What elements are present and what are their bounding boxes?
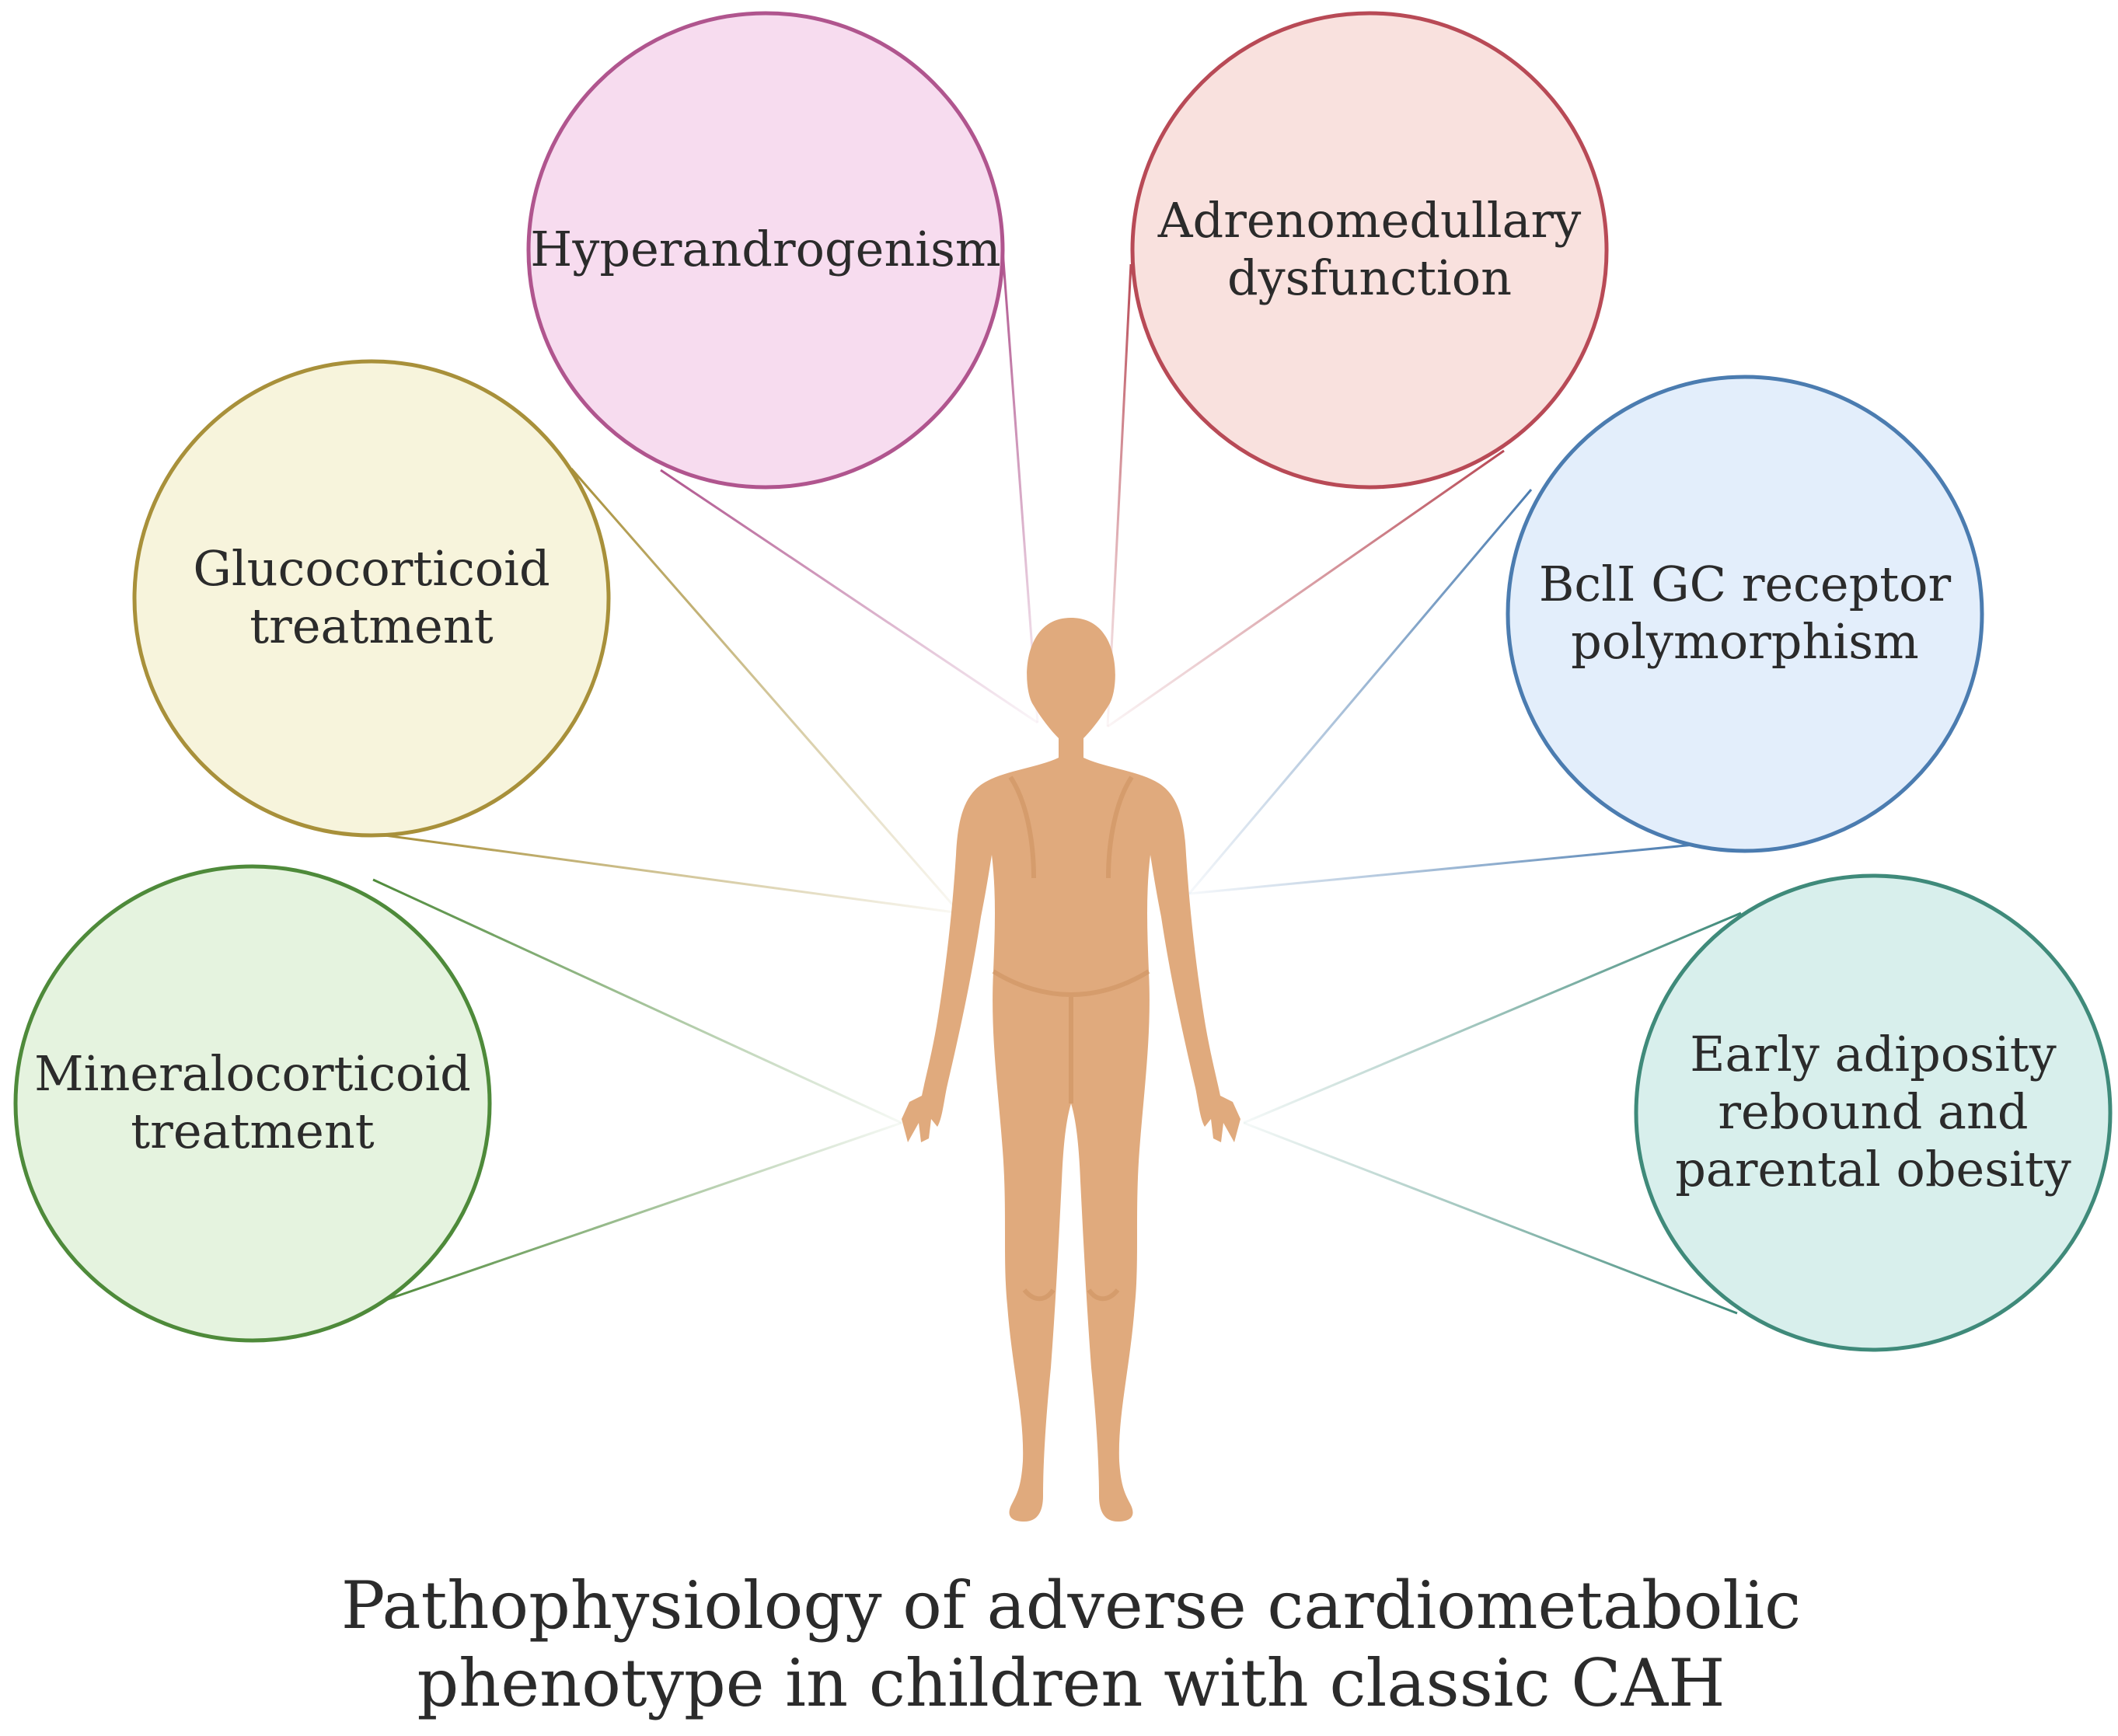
connector-bcli-2 <box>1188 843 1695 895</box>
factor-label-bcli-2: polymorphism <box>1571 613 1919 670</box>
connector-lines <box>372 249 1742 1315</box>
human-body-shading <box>992 776 1150 1302</box>
factor-label-adrenomedullary-2: dysfunction <box>1227 249 1512 306</box>
connector-mineralocorticoid-2 <box>380 1121 902 1303</box>
factor-circle-mineralocorticoid <box>13 864 492 1343</box>
factor-circle-hyperandrogenism <box>526 11 1005 490</box>
connector-glucocorticoid-2 <box>384 834 961 915</box>
connector-adrenomedullary-2 <box>1107 449 1505 728</box>
factor-label-bcli-1: BclI GC receptor <box>1539 556 1952 612</box>
connector-adiposity-2 <box>1243 1121 1738 1315</box>
factor-label-glucocorticoid-2: treatment <box>249 598 494 654</box>
caption-line-1: Pathophysiology of adverse cardiometabol… <box>341 1567 1801 1644</box>
factor-bubbles: Hyperandrogenism Adrenomedullarydysfuncti… <box>13 11 2113 1352</box>
connector-bcli-1 <box>1188 489 1533 894</box>
connector-glucocorticoid-1 <box>570 468 961 914</box>
factor-label-glucocorticoid-1: Glucocorticoid <box>193 540 550 597</box>
factor-hyperandrogenism: Hyperandrogenism <box>526 11 1005 490</box>
factor-circle-adrenomedullary <box>1130 11 1609 490</box>
factor-circle-glucocorticoid <box>132 359 611 838</box>
human-figure <box>902 618 1240 1522</box>
connector-adiposity-1 <box>1243 912 1742 1124</box>
caption-line-2: phenotype in children with classic CAH <box>417 1645 1725 1721</box>
factor-label-mineralocorticoid-2: treatment <box>131 1103 375 1159</box>
factor-label-mineralocorticoid-1: Mineralocorticoid <box>34 1045 471 1102</box>
factor-label-hyperandrogenism-1: Hyperandrogenism <box>530 221 1000 277</box>
connector-mineralocorticoid-1 <box>372 878 902 1124</box>
diagram-caption: Pathophysiology of adverse cardiometabol… <box>341 1567 1801 1721</box>
connector-hyperandrogenism-2 <box>1001 249 1039 723</box>
factor-label-adrenomedullary-1: Adrenomedullary <box>1157 192 1581 249</box>
connector-hyperandrogenism-1 <box>660 469 1038 724</box>
factor-label-adiposity-3: parental obesity <box>1675 1141 2071 1197</box>
factor-circle-adiposity <box>1634 873 2113 1352</box>
factor-label-adiposity-2: rebound and <box>1718 1083 2028 1140</box>
factor-label-adiposity-1: Early adiposity <box>1690 1026 2057 1082</box>
factor-circle-bcli <box>1506 375 1984 853</box>
